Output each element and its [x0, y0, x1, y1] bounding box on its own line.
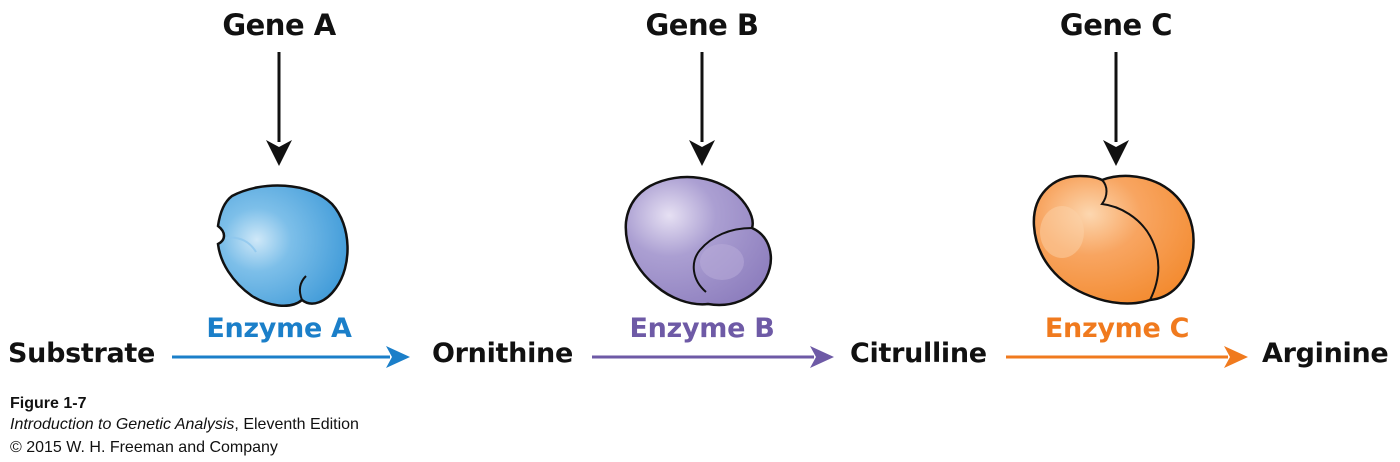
book-title: Introduction to Genetic Analysis	[10, 416, 235, 433]
reaction-arrow-b	[592, 346, 834, 368]
gene-b-label: Gene B	[645, 8, 760, 42]
reaction-arrow-a	[172, 346, 410, 368]
reaction-arrow-c	[1006, 346, 1248, 368]
metabolite-arginine: Arginine	[1262, 338, 1389, 369]
book-edition: , Eleventh Edition	[234, 416, 359, 433]
gene-b-arrow	[689, 52, 715, 166]
gene-c-arrow	[1103, 52, 1129, 166]
gene-a-label: Gene A	[222, 8, 336, 42]
metabolite-citrulline: Citrulline	[850, 338, 987, 369]
enzyme-c-label: Enzyme C	[1044, 313, 1190, 344]
gene-c-label: Gene C	[1059, 8, 1173, 42]
gene-a-arrow	[266, 52, 292, 166]
enzyme-a-label: Enzyme A	[206, 313, 352, 344]
enzyme-a-shape	[216, 184, 349, 308]
metabolite-substrate: Substrate	[8, 338, 156, 369]
figure-number: Figure 1-7	[10, 395, 87, 412]
copyright-line: © 2015 W. H. Freeman and Company	[10, 439, 278, 456]
metabolite-ornithine: Ornithine	[432, 338, 573, 369]
enzyme-b-shape	[624, 175, 773, 307]
enzyme-b-label: Enzyme B	[629, 313, 775, 344]
enzyme-c-shape	[1032, 174, 1195, 305]
book-citation: Introduction to Genetic Analysis, Eleven…	[10, 416, 359, 434]
